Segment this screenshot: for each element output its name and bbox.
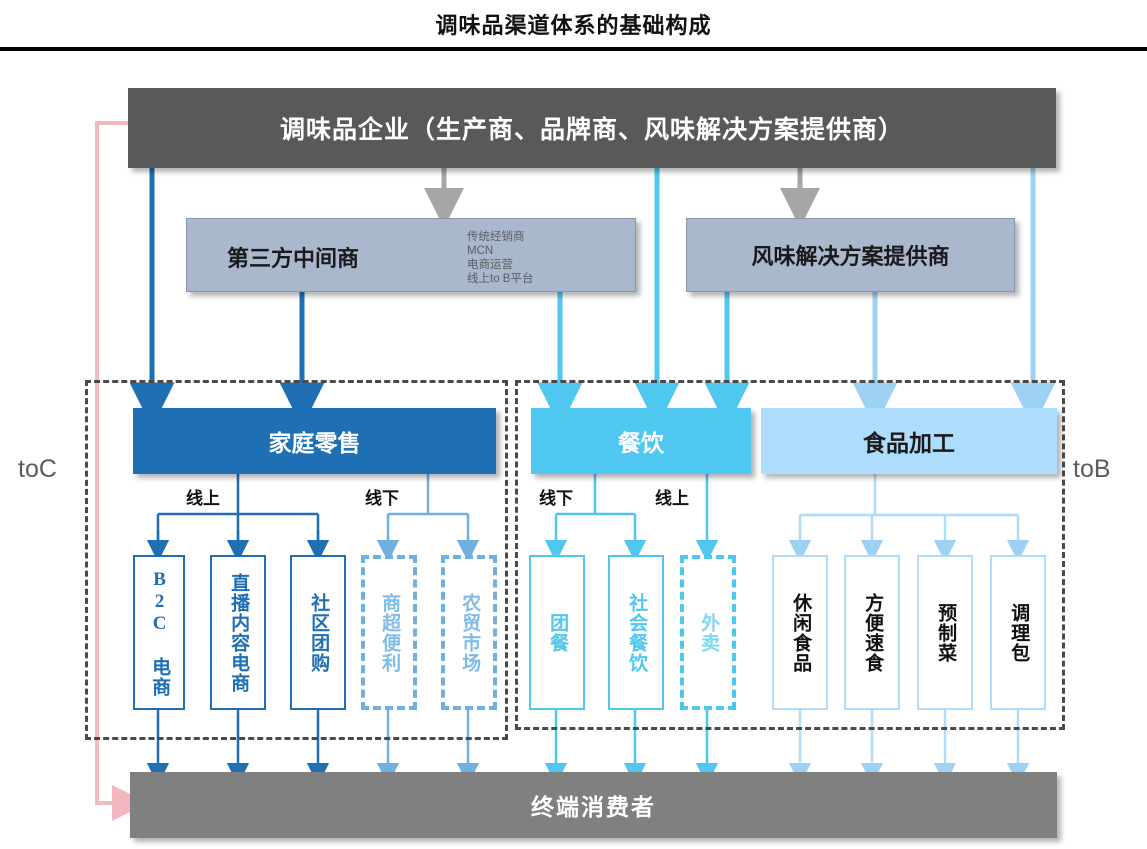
leaf-supermarket-convenience-label: 商超便利 — [379, 592, 401, 673]
leaf-social-catering[interactable]: 社会餐饮 — [608, 555, 664, 710]
leaf-b2c-ecommerce[interactable]: B2C 电商 — [133, 555, 185, 710]
leaf-convenience-food-label: 方便速食 — [862, 592, 884, 673]
leaf-prepared-dishes[interactable]: 预制菜 — [917, 555, 973, 710]
category-catering[interactable]: 餐饮 — [531, 408, 751, 474]
label-retail-online: 线上 — [186, 489, 220, 508]
end-consumer-box[interactable]: 终端消费者 — [130, 772, 1057, 838]
leaf-supermarket-convenience[interactable]: 商超便利 — [361, 555, 417, 710]
third-party-sublist: 传统经销商 MCN 电商运营 线上to B平台 — [467, 231, 534, 285]
title-divider — [0, 47, 1147, 51]
leaf-seasoning-pack-label: 调理包 — [1008, 602, 1030, 663]
leaf-group-meal-label: 团餐 — [547, 612, 569, 653]
third-party-label: 第三方中间商 — [227, 246, 360, 271]
flavor-provider-label: 风味解决方案提供商 — [751, 244, 950, 269]
category-home-retail-label: 家庭零售 — [268, 431, 361, 456]
leaf-social-catering-label: 社会餐饮 — [626, 592, 648, 673]
leaf-takeaway-label: 外卖 — [698, 612, 720, 653]
leaf-convenience-food[interactable]: 方便速食 — [844, 555, 900, 710]
leaf-b2c-ecommerce-label: B2C 电商 — [149, 568, 171, 697]
category-food-processing-label: 食品加工 — [863, 431, 955, 456]
region-toc — [85, 380, 508, 740]
category-food-processing[interactable]: 食品加工 — [761, 408, 1057, 474]
end-consumer-label: 终端消费者 — [531, 795, 656, 820]
leaf-seasoning-pack[interactable]: 调理包 — [990, 555, 1046, 710]
leaf-live-content-ecommerce[interactable]: 直播内容电商 — [210, 555, 266, 710]
leaf-farmers-market[interactable]: 农贸市场 — [441, 555, 497, 710]
label-catering-offline: 线下 — [539, 489, 573, 508]
enterprise-box[interactable]: 调味品企业（生产商、品牌商、风味解决方案提供商） — [128, 88, 1056, 168]
leaf-prepared-dishes-label: 预制菜 — [935, 602, 957, 663]
leaf-farmers-market-label: 农贸市场 — [459, 592, 481, 673]
label-catering-online: 线上 — [655, 489, 689, 508]
category-home-retail[interactable]: 家庭零售 — [133, 408, 496, 474]
leaf-community-group-buy-label: 社区团购 — [308, 592, 330, 673]
region-tob — [515, 380, 1065, 730]
region-label-tob: toB — [1073, 455, 1111, 483]
leaf-snack-food-label: 休闲食品 — [790, 592, 812, 673]
leaf-community-group-buy[interactable]: 社区团购 — [290, 555, 346, 710]
region-label-toc: toC — [18, 455, 57, 483]
leaf-live-content-ecommerce-label: 直播内容电商 — [228, 572, 250, 693]
enterprise-to-intermediary-arrows — [424, 168, 820, 228]
category-catering-label: 餐饮 — [618, 431, 664, 456]
third-party-intermediary-box[interactable]: 第三方中间商 传统经销商 MCN 电商运营 线上to B平台 — [186, 218, 636, 292]
flavor-provider-box[interactable]: 风味解决方案提供商 — [686, 218, 1015, 292]
page-title: 调味品渠道体系的基础构成 — [435, 13, 712, 38]
label-retail-offline: 线下 — [365, 489, 399, 508]
leaf-takeaway[interactable]: 外卖 — [680, 555, 736, 710]
leaf-group-meal[interactable]: 团餐 — [529, 555, 585, 710]
enterprise-label: 调味品企业（生产商、品牌商、风味解决方案提供商） — [279, 117, 904, 144]
leaf-snack-food[interactable]: 休闲食品 — [772, 555, 828, 710]
